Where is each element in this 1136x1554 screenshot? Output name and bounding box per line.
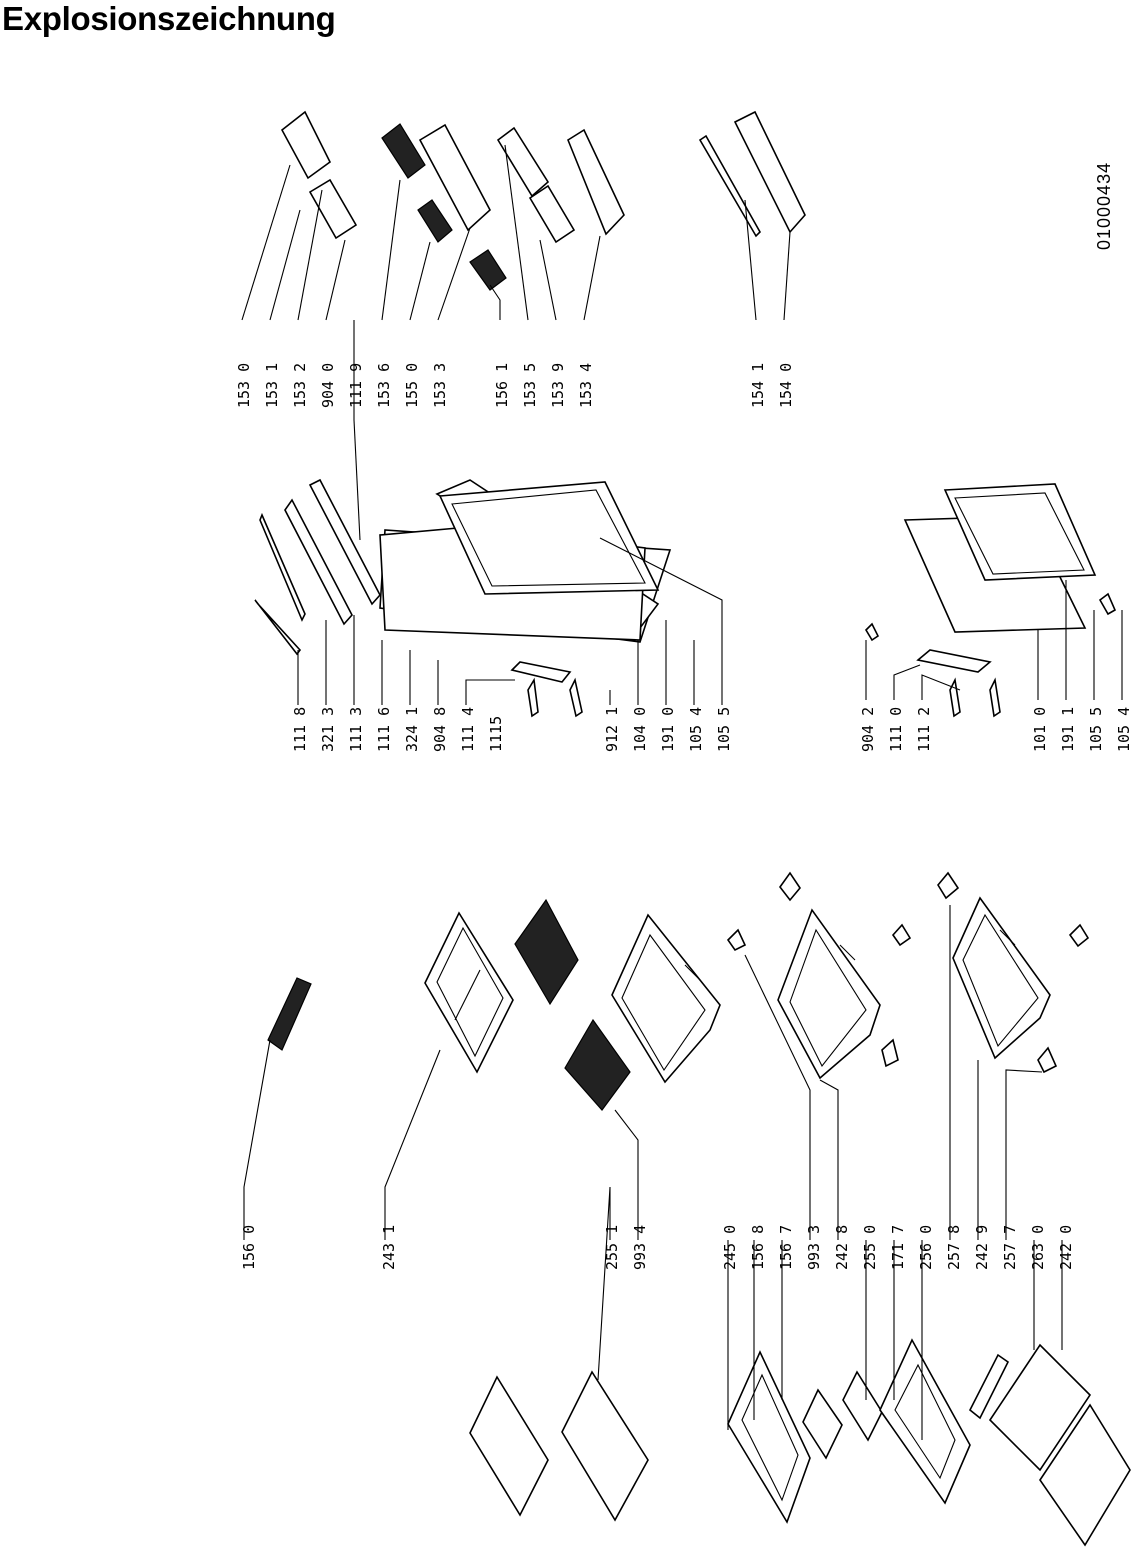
label-993-4: 993 4	[631, 1225, 649, 1270]
label-255-0: 255 0	[861, 1225, 879, 1270]
label-257-7: 257 7	[1001, 1225, 1019, 1270]
label-153-6: 153 6	[375, 363, 393, 408]
label-153-0: 153 0	[235, 363, 253, 408]
crisper-drawer-upper-drawing	[611, 913, 721, 1084]
label-105-5: 105 5	[715, 707, 733, 752]
label-257-8: 257 8	[945, 1225, 963, 1270]
label-111-4: 111 4	[459, 707, 477, 752]
label-243-1: 243 1	[380, 1225, 398, 1270]
label-111-9: 111 9	[347, 363, 365, 408]
label-156-7: 156 7	[777, 1225, 795, 1270]
labels-left-shelf: 255 1 993 4	[603, 1225, 649, 1270]
label-154-0: 154 0	[777, 363, 795, 408]
label-156-0: 156 0	[240, 1225, 258, 1270]
label-993-3: 993 3	[805, 1225, 823, 1270]
label-171-7: 171 7	[889, 1225, 907, 1270]
label-904-8: 904 8	[431, 707, 449, 752]
labels-racks-a: 153 0 153 1 153 2 904 0 111 9 153 6 155 …	[235, 363, 449, 408]
labels-racks-b: 156 1 153 5 153 9 153 4	[493, 363, 595, 408]
label-245-0: 245 0	[721, 1225, 739, 1270]
label-156-1: 156 1	[493, 363, 511, 408]
label-111-2: 111 2	[915, 707, 933, 752]
label-111-6: 111 6	[375, 707, 393, 752]
label-242-8: 242 8	[833, 1225, 851, 1270]
label-242-9: 242 9	[973, 1225, 991, 1270]
label-321-3: 321 3	[319, 707, 337, 752]
label-105-5-freezer: 105 5	[1087, 707, 1105, 752]
label-156-8: 156 8	[749, 1225, 767, 1270]
label-191-0: 191 0	[659, 707, 677, 752]
label-912-1: 912 1	[603, 707, 621, 752]
document-id: 01000434	[1094, 162, 1114, 250]
labels-door-top: 111 8 321 3 111 3 111 6 324 1 904 8 111 …	[291, 707, 505, 752]
label-154-1: 154 1	[749, 363, 767, 408]
fridge-door-drawing	[254, 478, 672, 718]
labels-racks-c: 154 1 154 0	[749, 363, 795, 408]
freezer-door-drawing	[864, 483, 1117, 718]
labels-door-bottom: 912 1 104 0 191 0 105 4 105 5	[603, 707, 733, 752]
label-153-3: 153 3	[431, 363, 449, 408]
grille-shelf-drawing	[514, 898, 631, 1111]
label-263-0: 263 0	[1029, 1225, 1047, 1270]
label-155-0: 155 0	[403, 363, 421, 408]
label-324-1: 324 1	[403, 707, 421, 752]
bottom-shelves-drawing	[469, 1338, 1131, 1547]
labels-left-upper: 156 0 243 1	[240, 1225, 398, 1270]
label-111-0: 111 0	[887, 707, 905, 752]
label-101-0: 101 0	[1031, 707, 1049, 752]
label-256-0: 256 0	[917, 1225, 935, 1270]
labels-freezer-door: 904 2 111 0 111 2 101 0 191 1 105 5 105 …	[859, 707, 1133, 752]
label-153-4: 153 4	[577, 363, 595, 408]
label-111-8: 111 8	[291, 707, 309, 752]
page-title: Explosionszeichnung	[2, 0, 336, 37]
crisper-drawer-lower-drawing	[937, 871, 1090, 1074]
label-153-5: 153 5	[521, 363, 539, 408]
label-1115: 1115	[487, 716, 505, 752]
label-191-1: 191 1	[1059, 707, 1077, 752]
crisper-drawer-middle-drawing	[726, 871, 912, 1080]
door-racks-drawing	[280, 110, 806, 291]
label-153-2: 153 2	[291, 363, 309, 408]
label-104-0: 104 0	[631, 707, 649, 752]
labels-left-lower: 245 0 156 8 156 7 993 3 242 8 255 0 171 …	[721, 1225, 1075, 1270]
label-242-0: 242 0	[1057, 1225, 1075, 1270]
egg-tray-drawing	[267, 977, 312, 1051]
label-105-4: 105 4	[687, 707, 705, 752]
label-904-0: 904 0	[319, 363, 337, 408]
label-153-1: 153 1	[263, 363, 281, 408]
glass-shelf-drawing	[424, 911, 514, 1074]
label-255-1: 255 1	[603, 1225, 621, 1270]
label-105-4-freezer: 105 4	[1115, 707, 1133, 752]
label-111-3: 111 3	[347, 707, 365, 752]
label-153-9: 153 9	[549, 363, 567, 408]
leader-lines	[241, 144, 1123, 1440]
label-904-2: 904 2	[859, 707, 877, 752]
